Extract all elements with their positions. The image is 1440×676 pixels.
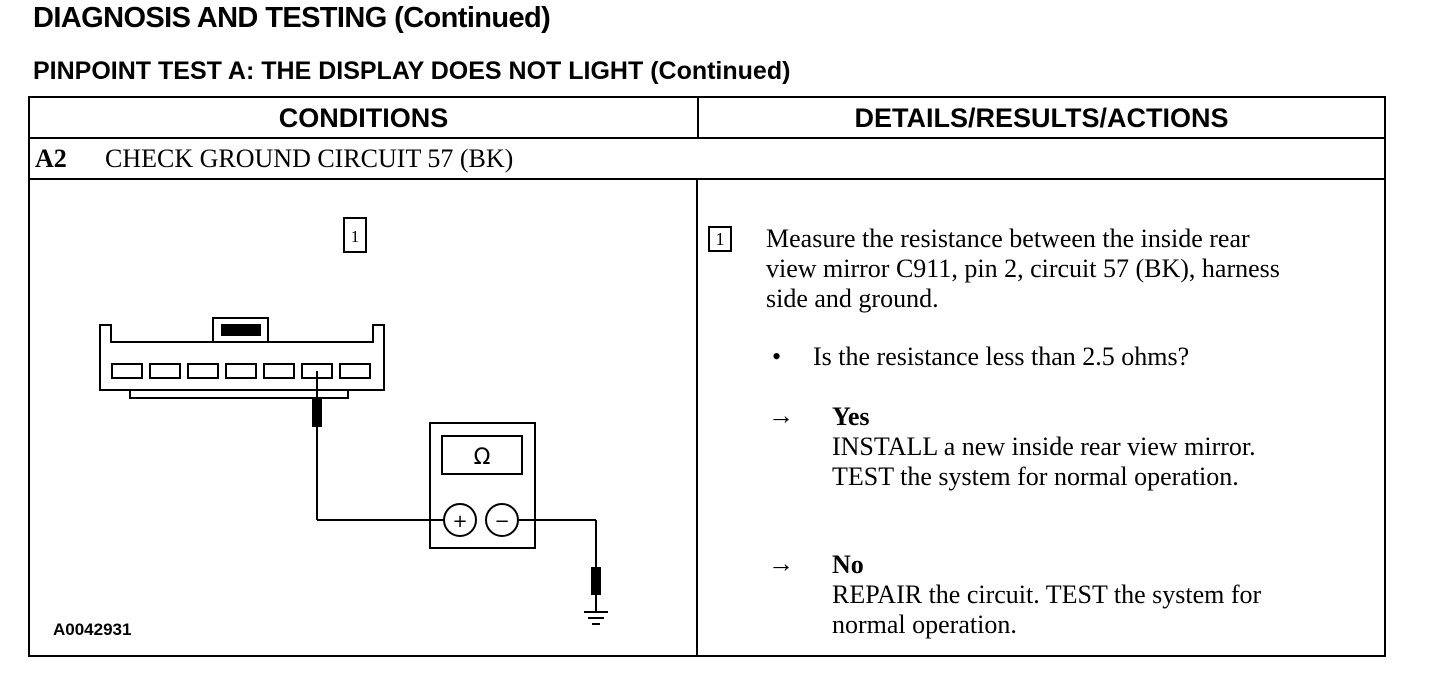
- column-divider: [696, 180, 698, 655]
- yes-label: Yes: [832, 402, 870, 431]
- arrow-right-icon: →: [768, 401, 794, 430]
- svg-text:+: +: [452, 511, 467, 532]
- probe-positive: [312, 371, 444, 521]
- no-label: No: [832, 550, 864, 579]
- probe-negative: [518, 519, 601, 612]
- no-action-line: REPAIR the circuit. TEST the system for: [832, 580, 1262, 609]
- page-title: DIAGNOSIS AND TESTING (Continued): [33, 2, 551, 34]
- no-action: REPAIR the circuit. TEST the system for …: [832, 580, 1261, 640]
- question-text: Is the resistance less than 2.5 ohms?: [813, 342, 1190, 371]
- ground-symbol-icon: [584, 611, 608, 625]
- details-header: DETAILS/RESULTS/ACTIONS: [854, 103, 1229, 133]
- yes-action-line: TEST the system for normal operation.: [832, 462, 1239, 491]
- step-title: CHECK GROUND CIRCUIT 57 (BK): [105, 144, 514, 173]
- step-row: A2 CHECK GROUND CIRCUIT 57 (BK): [30, 139, 1384, 180]
- connector-icon: [99, 317, 385, 399]
- instruction-line: view mirror C911, pin 2, circuit 57 (BK)…: [766, 254, 1280, 283]
- instruction-text: Measure the resistance between the insid…: [766, 224, 1280, 314]
- svg-text:Ω: Ω: [474, 445, 491, 470]
- step-id: A2: [35, 144, 67, 173]
- test-diagram: 1 Ω + −: [99, 217, 608, 625]
- svg-text:−: −: [494, 511, 509, 532]
- bullet-icon: •: [772, 342, 782, 371]
- no-action-line: normal operation.: [832, 610, 1017, 639]
- pinpoint-test-table: CONDITIONS DETAILS/RESULTS/ACTIONS A2 CH…: [28, 96, 1386, 657]
- svg-text:1: 1: [351, 227, 360, 246]
- figure-id: A0042931: [53, 620, 132, 639]
- ohmmeter-icon: Ω + −: [429, 422, 536, 549]
- test-title: PINPOINT TEST A: THE DISPLAY DOES NOT LI…: [33, 57, 791, 85]
- yes-action-line: INSTALL a new inside rear view mirror.: [832, 432, 1256, 461]
- instruction-line: side and ground.: [766, 284, 939, 313]
- diagram-step-marker: 1: [343, 217, 367, 253]
- conditions-header: CONDITIONS: [30, 98, 699, 137]
- table-header-row: CONDITIONS DETAILS/RESULTS/ACTIONS: [30, 98, 1384, 139]
- yes-action: INSTALL a new inside rear view mirror. T…: [832, 432, 1256, 492]
- instruction-line: Measure the resistance between the insid…: [766, 224, 1250, 253]
- details-step-marker: 1: [708, 226, 732, 252]
- arrow-right-icon: →: [768, 549, 794, 578]
